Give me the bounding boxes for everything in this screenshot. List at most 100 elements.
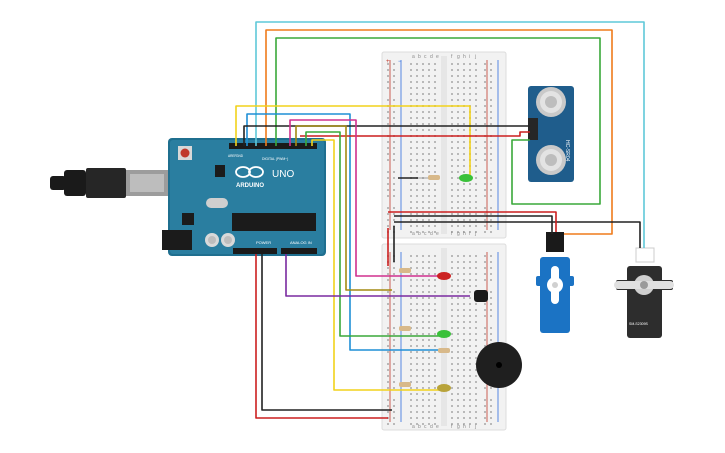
breadboard-rail-hole xyxy=(393,351,395,353)
col-label: f xyxy=(451,231,453,237)
breadboard-hole xyxy=(434,183,436,185)
breadboard-hole xyxy=(469,309,471,311)
breadboard-hole xyxy=(463,345,465,347)
breadboard-rail-hole xyxy=(387,69,389,71)
breadboard-hole xyxy=(463,273,465,275)
breadboard-hole xyxy=(469,189,471,191)
breadboard-hole xyxy=(463,63,465,65)
breadboard-hole xyxy=(410,417,412,419)
breadboard-rail-hole xyxy=(490,153,492,155)
breadboard-hole xyxy=(451,423,453,425)
breadboard-rail-hole xyxy=(387,123,389,125)
breadboard-hole xyxy=(463,87,465,89)
breadboard-rail-hole xyxy=(393,297,395,299)
breadboard-hole xyxy=(410,171,412,173)
breadboard-hole xyxy=(422,411,424,413)
breadboard-hole xyxy=(457,189,459,191)
breadboard-hole xyxy=(428,189,430,191)
breadboard-hole xyxy=(416,399,418,401)
breadboard-hole xyxy=(434,273,436,275)
breadboard-hole xyxy=(469,279,471,281)
breadboard-rail-hole xyxy=(490,405,492,407)
breadboard-rail-hole xyxy=(484,423,486,425)
breadboard-hole xyxy=(416,207,418,209)
breadboard-hole xyxy=(457,291,459,293)
col-label: j xyxy=(474,231,476,237)
breadboard-hole xyxy=(422,63,424,65)
breadboard-rail-hole xyxy=(387,291,389,293)
breadboard-rail-hole xyxy=(484,87,486,89)
breadboard-hole xyxy=(457,357,459,359)
transistor xyxy=(474,290,488,302)
breadboard-hole xyxy=(457,129,459,131)
breadboard-hole xyxy=(410,63,412,65)
digital-header-label: DIGITAL (PWM~) xyxy=(262,157,288,161)
breadboard-hole xyxy=(457,333,459,335)
breadboard-hole xyxy=(416,339,418,341)
breadboard-hole xyxy=(428,351,430,353)
breadboard-hole xyxy=(416,75,418,77)
breadboard-hole xyxy=(428,381,430,383)
breadboard-hole xyxy=(434,153,436,155)
breadboard-hole xyxy=(410,309,412,311)
breadboard-hole xyxy=(457,117,459,119)
breadboard-hole xyxy=(416,393,418,395)
breadboard-rail-hole xyxy=(484,189,486,191)
breadboard-hole xyxy=(434,219,436,221)
breadboard-rail-hole xyxy=(393,111,395,113)
wire-yellow-bottom xyxy=(311,139,440,391)
breadboard-rail-hole xyxy=(393,423,395,425)
breadboard-hole xyxy=(410,357,412,359)
breadboard-hole xyxy=(475,399,477,401)
breadboard-hole xyxy=(422,363,424,365)
breadboard-rail-hole xyxy=(490,387,492,389)
breadboard-rail-hole xyxy=(387,87,389,89)
breadboard-hole xyxy=(463,369,465,371)
breadboard-hole xyxy=(475,207,477,209)
breadboard-hole xyxy=(457,369,459,371)
breadboard-hole xyxy=(410,423,412,425)
breadboard-hole xyxy=(463,225,465,227)
resistor-4 xyxy=(399,382,411,387)
breadboard-rail-hole xyxy=(387,111,389,113)
breadboard-hole xyxy=(475,225,477,227)
wire-black-rail-2 xyxy=(394,221,641,248)
breadboard-hole xyxy=(475,219,477,221)
breadboard-hole xyxy=(475,213,477,215)
col-label: e xyxy=(436,231,439,237)
wire-cyan xyxy=(255,21,645,248)
breadboard-hole xyxy=(469,69,471,71)
breadboard-hole xyxy=(434,87,436,89)
breadboard-hole xyxy=(451,129,453,131)
breadboard-hole xyxy=(416,417,418,419)
breadboard-rail-hole xyxy=(387,315,389,317)
breadboard-hole xyxy=(463,213,465,215)
breadboard-hole xyxy=(451,207,453,209)
breadboard-hole xyxy=(457,303,459,305)
breadboard-hole xyxy=(434,75,436,77)
breadboard-hole xyxy=(434,171,436,173)
breadboard-hole xyxy=(451,99,453,101)
breadboard-hole xyxy=(469,285,471,287)
breadboard-hole xyxy=(428,321,430,323)
col-label: j xyxy=(474,424,476,430)
breadboard-rail-hole xyxy=(484,219,486,221)
breadboard-hole xyxy=(457,351,459,353)
breadboard-hole xyxy=(457,393,459,395)
resistor-top xyxy=(428,175,440,180)
breadboard-hole xyxy=(451,291,453,293)
breadboard-hole xyxy=(434,351,436,353)
breadboard-hole xyxy=(428,231,430,233)
breadboard-hole xyxy=(475,387,477,389)
breadboard-hole xyxy=(469,63,471,65)
wire-red-bottom xyxy=(255,254,388,419)
breadboard-hole xyxy=(410,285,412,287)
breadboard-top-col-labels-top: a b c d e f g h i j xyxy=(412,54,476,60)
breadboard-rail-hole xyxy=(387,303,389,305)
breadboard-hole xyxy=(457,183,459,185)
breadboard-rail-hole xyxy=(484,315,486,317)
breadboard-hole xyxy=(422,171,424,173)
breadboard-rail-hole xyxy=(393,171,395,173)
breadboard-hole xyxy=(428,195,430,197)
